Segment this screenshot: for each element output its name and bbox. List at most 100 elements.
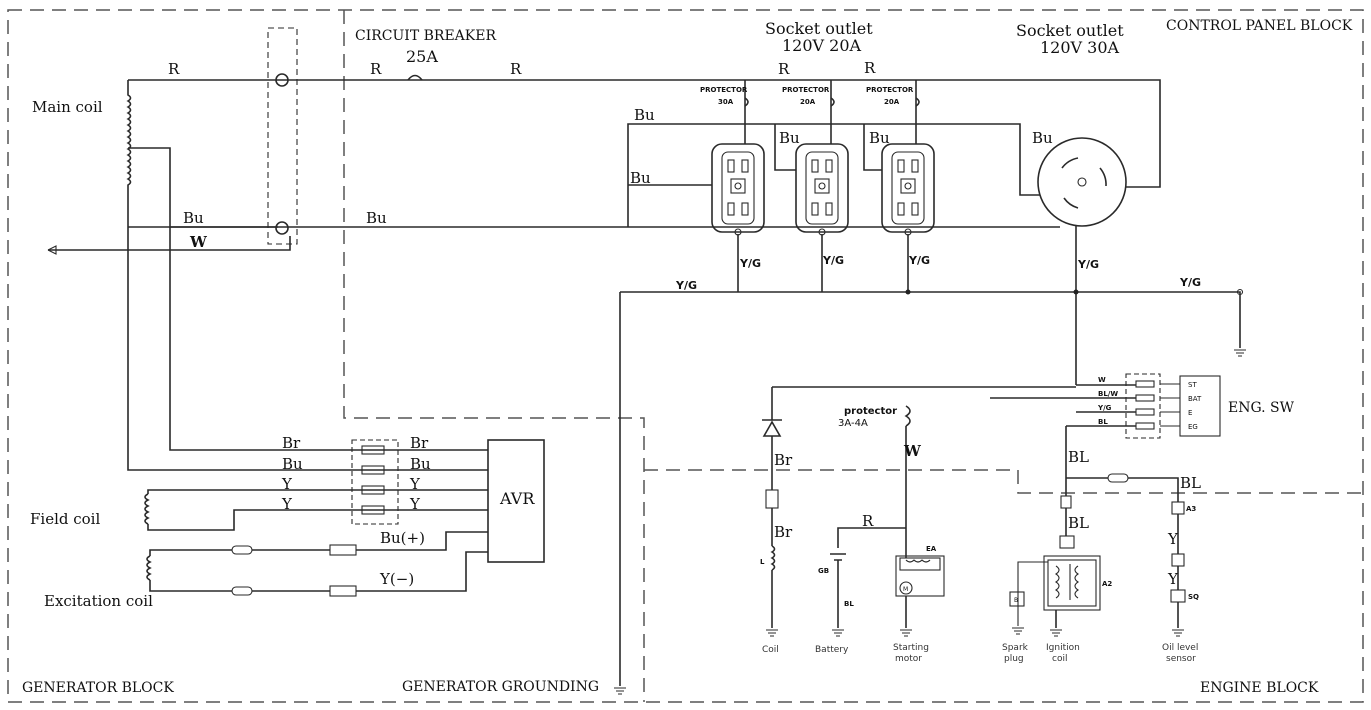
engine-block-divider [644,469,1363,494]
breaker-25a-symbol [407,74,423,81]
eng-sw-terminal-st: ST [1188,381,1197,389]
wire-bu-outlet2 [774,124,796,171]
caption-battery: Battery [815,645,849,655]
avr-connector [351,439,399,525]
generator-block-divider [343,10,645,702]
wire-bu-outlet3 [863,124,882,171]
wire-label-y-minus: Y(−) [379,570,414,588]
eng-sw-wire-w: W [1098,376,1106,384]
socket-outlet-20a-1 [711,143,765,236]
breaker-contact-bottom [275,221,289,235]
block-boundaries [7,9,1364,703]
wire-label-bu8: Bu [282,455,303,473]
ground-symbol-1 [1234,349,1246,357]
socket20-rating: 120V 20A [782,36,862,55]
wire-label-br4: Br [774,523,793,541]
wire-label-y2: Y [409,475,421,493]
eng-sw-terminal-e: E [1188,409,1192,417]
avr-box [487,439,545,563]
motor-code: M [903,586,908,593]
wire-label-y3: Y [281,495,293,513]
protector-3-symbol [915,97,920,107]
wire-label-br2: Br [410,434,429,452]
wire-label-bu5: Bu [779,129,800,147]
socket30-rating: 120V 30A [1040,38,1120,57]
protector-1-rating: 30A [718,98,734,106]
wire-label-yg1: Y/G [739,257,761,270]
socket-outlet-20a-2 [795,143,849,236]
wire-bu-bus [627,123,1040,227]
engine-switch: ENG. SW ST BAT E EG W BL/W Y/G BL [1097,373,1295,439]
engine-coil: Br Br L Coil [760,387,793,655]
sensor-sq-code: SQ [1188,593,1199,601]
engine-block-title: ENGINE BLOCK [1200,680,1319,696]
wire-label-y1: Y [281,475,293,493]
socket30-title: Socket outlet [1016,21,1124,40]
wire-label-bl3: BL [1180,474,1201,492]
caption-coil: Coil [762,645,779,655]
caption-oil-1: Oil level [1162,643,1198,653]
wire-label-br1: Br [282,434,301,452]
breaker-title: CIRCUIT BREAKER [355,28,496,44]
eng-sw-wire-bl: BL [1098,418,1108,426]
battery-bl: BL [844,600,854,608]
wire-label-r5: R [864,59,876,77]
ground-symbol-2 [614,687,626,695]
eng-sw-terminal-bat: BAT [1188,395,1202,403]
breaker-box [267,27,298,245]
circuit-breaker: CIRCUIT BREAKER 25A R R [267,27,522,245]
wire-label-r4: R [778,60,790,78]
wire-label-br3: Br [774,451,793,469]
control-panel-block-title: CONTROL PANEL BLOCK [1166,18,1353,34]
wire-label-w2: W [903,442,922,460]
caption-spark-1: Spark [1002,643,1029,653]
wire-label-y6: Y [1167,570,1179,588]
generator-grounding-title: GENERATOR GROUNDING [402,679,599,695]
node-yg-3 [1236,288,1244,296]
excitation-coil: Excitation coil [44,531,488,610]
wire-label-bu-plus: Bu(+) [380,529,425,547]
spark-symbol: B [1014,597,1018,604]
coil-l-code: L [760,558,765,566]
wire-r-main [128,79,1161,188]
eng-sw-title: ENG. SW [1228,400,1295,416]
wire-label-r1: R [168,60,180,78]
protector-1-label: PROTECTOR [700,86,748,94]
protector-2-label: PROTECTOR [782,86,830,94]
sensor-a3-code: A3 [1186,505,1196,513]
wire-label-y5: Y [1167,530,1179,548]
generator-block-title: GENERATOR BLOCK [22,680,174,696]
wire-label-yg6: Y/G [1179,276,1201,289]
starting-motor: M EA Starting motor [893,545,945,664]
socket20-title: Socket outlet [765,19,873,38]
wire-label-r6: R [862,512,874,530]
caption-starting-2: motor [895,654,922,664]
caption-oil-2: sensor [1166,654,1196,664]
battery: R GB BL Battery [815,512,906,655]
wire-coil-to-avr-bu [127,190,488,471]
engine-protector-rating: 3A-4A [838,418,868,429]
wire-label-yg3: Y/G [908,254,930,267]
eng-sw-wire-yg: Y/G [1097,404,1112,412]
wire-label-r3: R [510,60,522,78]
eng-sw-terminal-eg: EG [1188,423,1198,431]
engine-protector: protector 3A-4A W [838,405,922,558]
protector-2-rating: 20A [800,98,816,106]
wire-label-r2: R [370,60,382,78]
wire-label-bu4: Bu [630,169,651,187]
ignition-code: A2 [1102,580,1112,588]
outlet-protectors: PROTECTOR 30A PROTECTOR 20A PROTECTOR 20… [700,80,920,144]
node-yg-1 [905,289,911,295]
protector-2-symbol [830,97,835,107]
oil-level-sensor: A3 SQ BL Y Y Oil level sensor [1066,473,1201,664]
breaker-contact-top [275,73,289,87]
wire-label-bl2: BL [1068,514,1089,532]
wire-bu-main-stub [128,147,1060,228]
avr-label: AVR [499,489,535,508]
starter-code: EA [926,545,937,553]
field-coil: Field coil [30,489,488,531]
wire-label-y4: Y [409,495,421,513]
wire-label-yg5: Y/G [675,279,697,292]
eng-sw-wire-blw: BL/W [1098,390,1118,398]
